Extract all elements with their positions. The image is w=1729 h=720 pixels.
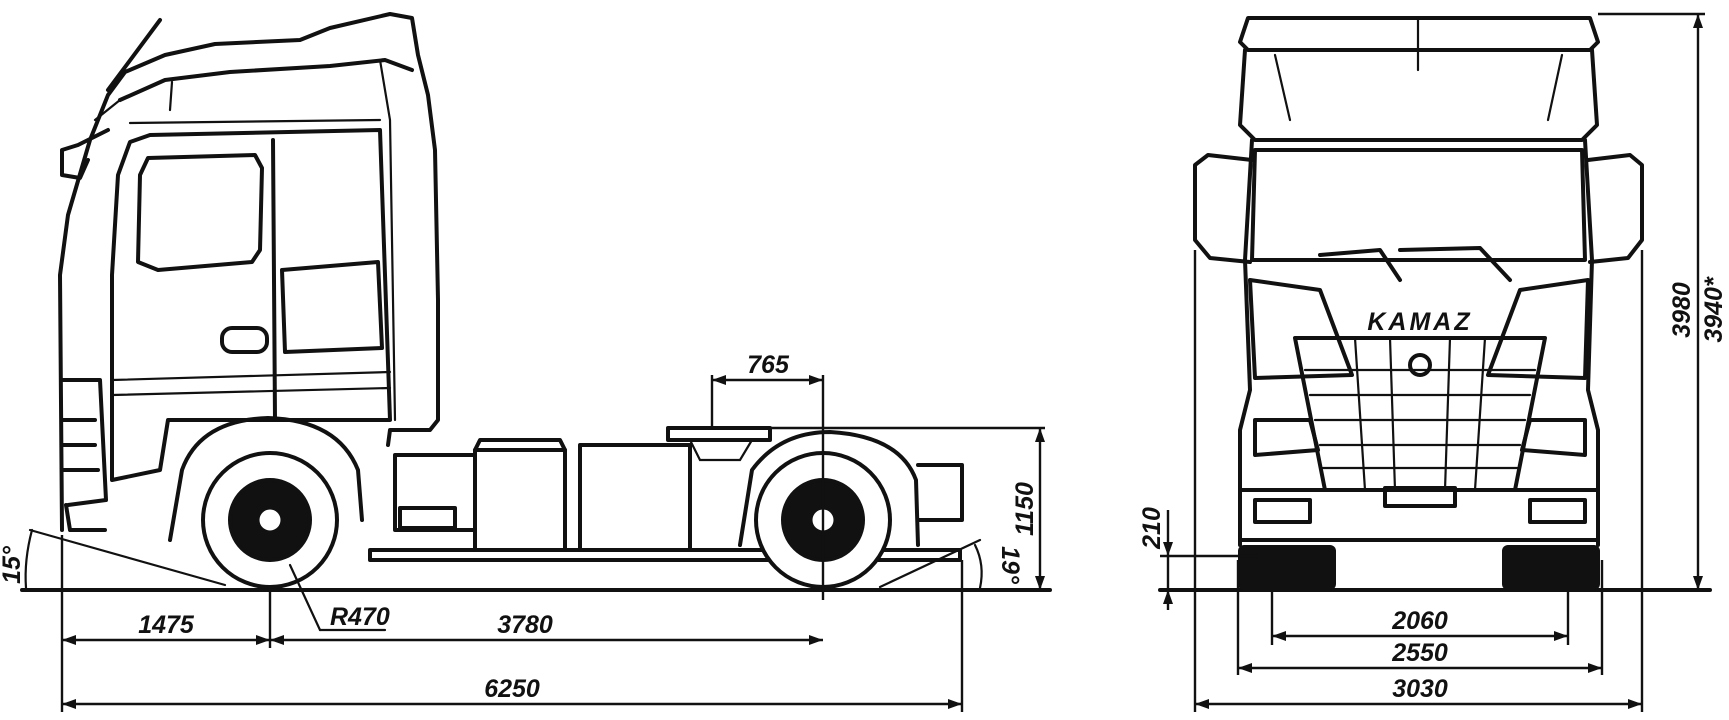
dim-3030-arrow-l <box>1195 699 1209 709</box>
door-seam <box>271 138 277 422</box>
brand-logo-text: KAMAZ <box>1367 308 1472 336</box>
fog-light-left <box>1253 498 1312 524</box>
dim-765-arrow-r <box>809 375 823 385</box>
roof-spoiler <box>1238 16 1600 52</box>
dim-3030-arrow-r <box>1628 699 1642 709</box>
wheel-radius-label: R470 <box>330 603 390 631</box>
cab-belt-lines <box>110 370 392 397</box>
dim-210-arrow-b <box>1163 590 1173 604</box>
side-view: 15° 19° R470 765 1150 1475 <box>0 12 1052 712</box>
rear-light <box>916 463 964 522</box>
front-bumper-front <box>1238 488 1600 542</box>
overall-height-alt-label: 3940* <box>1700 276 1728 343</box>
overall-length-label: 6250 <box>484 675 540 703</box>
wipers <box>1318 246 1512 282</box>
dim-6250-arrow-l <box>62 699 76 709</box>
dim-210-arrow-t <box>1163 542 1173 556</box>
headlight-right <box>1520 418 1587 457</box>
visor-lines <box>1273 53 1564 122</box>
front-view: KAMAZ 3980 3940 <box>1138 12 1728 712</box>
departure-angle-label: 19° <box>996 546 1024 585</box>
front-tire-right <box>1502 545 1600 590</box>
front-wheel <box>201 451 339 589</box>
air-tank <box>473 448 567 552</box>
front-panel-left <box>1248 278 1354 380</box>
side-mirror <box>60 128 110 180</box>
cab-outline <box>58 12 440 532</box>
radius-leader <box>288 563 322 632</box>
cab-door <box>110 128 392 482</box>
cab-roof-line <box>118 58 414 102</box>
door-window <box>136 153 264 272</box>
departure-angle-arc <box>973 543 983 590</box>
headlight-left <box>1253 418 1320 457</box>
overall-width-label: 2550 <box>1391 639 1448 667</box>
ground-clearance-label: 210 <box>1138 507 1166 550</box>
cab-right-side <box>1583 138 1600 547</box>
dim-1475-arrow-l <box>62 635 76 645</box>
dim-3780-arrow-l <box>270 635 284 645</box>
approach-angle-line <box>28 528 227 587</box>
windshield <box>1250 148 1587 262</box>
dim-2550-arrow-r <box>1588 663 1602 673</box>
dim-2060-arrow-l <box>1272 631 1286 641</box>
fifth-wheel-mount <box>688 438 754 462</box>
approach-angle-arc <box>24 528 34 590</box>
front-panel-right <box>1486 278 1590 380</box>
fog-light-right <box>1528 498 1587 524</box>
dim-2060-arrow-r <box>1554 631 1568 641</box>
front-overhang-label: 1475 <box>138 611 195 639</box>
cab-panel-lines <box>93 58 397 422</box>
track-label: 2060 <box>1391 607 1448 635</box>
dim-1475-arrow-r <box>256 635 270 645</box>
wheelbase-label: 3780 <box>497 611 553 639</box>
mirror-left <box>1193 153 1254 264</box>
front-tire-left <box>1238 545 1336 590</box>
door-handle <box>220 326 269 354</box>
dim-2550-arrow-l <box>1238 663 1252 673</box>
dim-765-arrow-l <box>712 375 726 385</box>
departure-angle-line <box>878 538 982 589</box>
dim-3980-arrow-t <box>1693 14 1703 28</box>
dim-1150-arrow-b <box>1035 576 1045 590</box>
grille <box>1293 336 1547 492</box>
plate-holder <box>1383 486 1457 508</box>
tank-top <box>473 438 567 452</box>
sun-visor <box>1238 48 1599 142</box>
width-mirrors-label: 3030 <box>1392 675 1448 703</box>
fuel-tank <box>578 443 692 552</box>
mirror-right <box>1586 153 1644 264</box>
front-fender <box>168 416 364 542</box>
side-window <box>280 260 384 354</box>
overall-height-label: 3980 <box>1668 282 1696 338</box>
fifth-wheel <box>666 426 772 442</box>
rear-fender <box>738 430 920 547</box>
front-bumper <box>60 378 108 532</box>
battery-box <box>393 453 477 532</box>
fifth-wheel-height-label: 1150 <box>1011 482 1039 536</box>
antenna <box>106 18 162 92</box>
step <box>398 506 457 530</box>
dim-1150-arrow-t <box>1035 428 1045 442</box>
approach-angle-label: 15° <box>0 545 26 584</box>
dim-3980-arrow-b <box>1693 576 1703 590</box>
dim-3780-arrow-r <box>809 635 823 645</box>
dim-6250-arrow-r <box>948 699 962 709</box>
fifth-wheel-offset-label: 765 <box>747 351 790 379</box>
cab-left-side <box>1238 138 1254 547</box>
